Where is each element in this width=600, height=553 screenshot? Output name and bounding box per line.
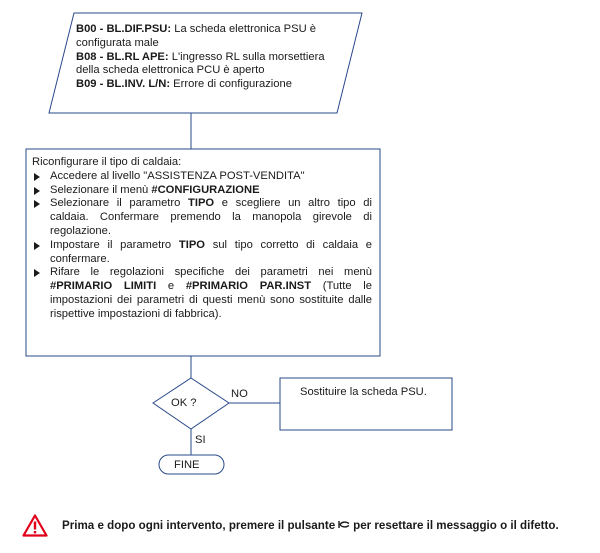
end-label: FINE <box>174 459 200 471</box>
procedure-steps: Accedere al livello "ASSISTENZA POST-VEN… <box>32 170 372 322</box>
procedure-step: Selezionare il parametro TIPO e sceglier… <box>32 197 372 238</box>
error-b00: B00 - BL.DIF.PSU: La scheda elettronica … <box>76 23 317 49</box>
procedure-step: Accedere al livello "ASSISTENZA POST-VEN… <box>32 170 372 184</box>
footer-text-after: per resettare il messaggio o il difetto. <box>353 518 559 532</box>
end-terminal <box>158 454 225 475</box>
bullet-triangle-icon <box>34 200 40 209</box>
replace-psu-text: Sostituire la scheda PSU. <box>300 386 427 398</box>
bullet-triangle-icon <box>34 186 40 195</box>
bullet-triangle-icon <box>34 269 40 278</box>
error-b08: B08 - BL.RL APE: L'ingresso RL sulla mor… <box>76 50 325 77</box>
warning-triangle-icon <box>22 513 48 537</box>
procedure-step: Selezionare il menù #CONFIGURAZIONE <box>32 184 372 198</box>
replace-psu-box <box>279 377 453 431</box>
procedure-step: Rifare le regolazioni specifiche dei par… <box>32 266 372 321</box>
decision-label: OK ? <box>171 397 197 409</box>
footer-note: Prima e dopo ogni intervento, premere il… <box>22 512 592 538</box>
error-b09: B09 - BL.INV. L/N: Errore di configurazi… <box>76 78 292 91</box>
error-codes-text: B00 - BL.DIF.PSU: La scheda elettronica … <box>76 23 346 92</box>
reset-button-icon <box>338 521 350 528</box>
no-label: NO <box>231 388 248 400</box>
error-codes-box <box>48 12 363 114</box>
procedure-step: Impostare il parametro TIPO sul tipo cor… <box>32 239 372 267</box>
procedure-box <box>25 148 381 357</box>
footer-text-before: Prima e dopo ogni intervento, premere il… <box>62 518 336 532</box>
procedure-intro: Riconfigurare il tipo di caldaia: <box>32 156 182 168</box>
bullet-triangle-icon <box>34 241 40 250</box>
yes-label: SI <box>195 434 206 446</box>
procedure-text: Riconfigurare il tipo di caldaia: Accede… <box>32 156 372 322</box>
bullet-triangle-icon <box>34 172 40 181</box>
